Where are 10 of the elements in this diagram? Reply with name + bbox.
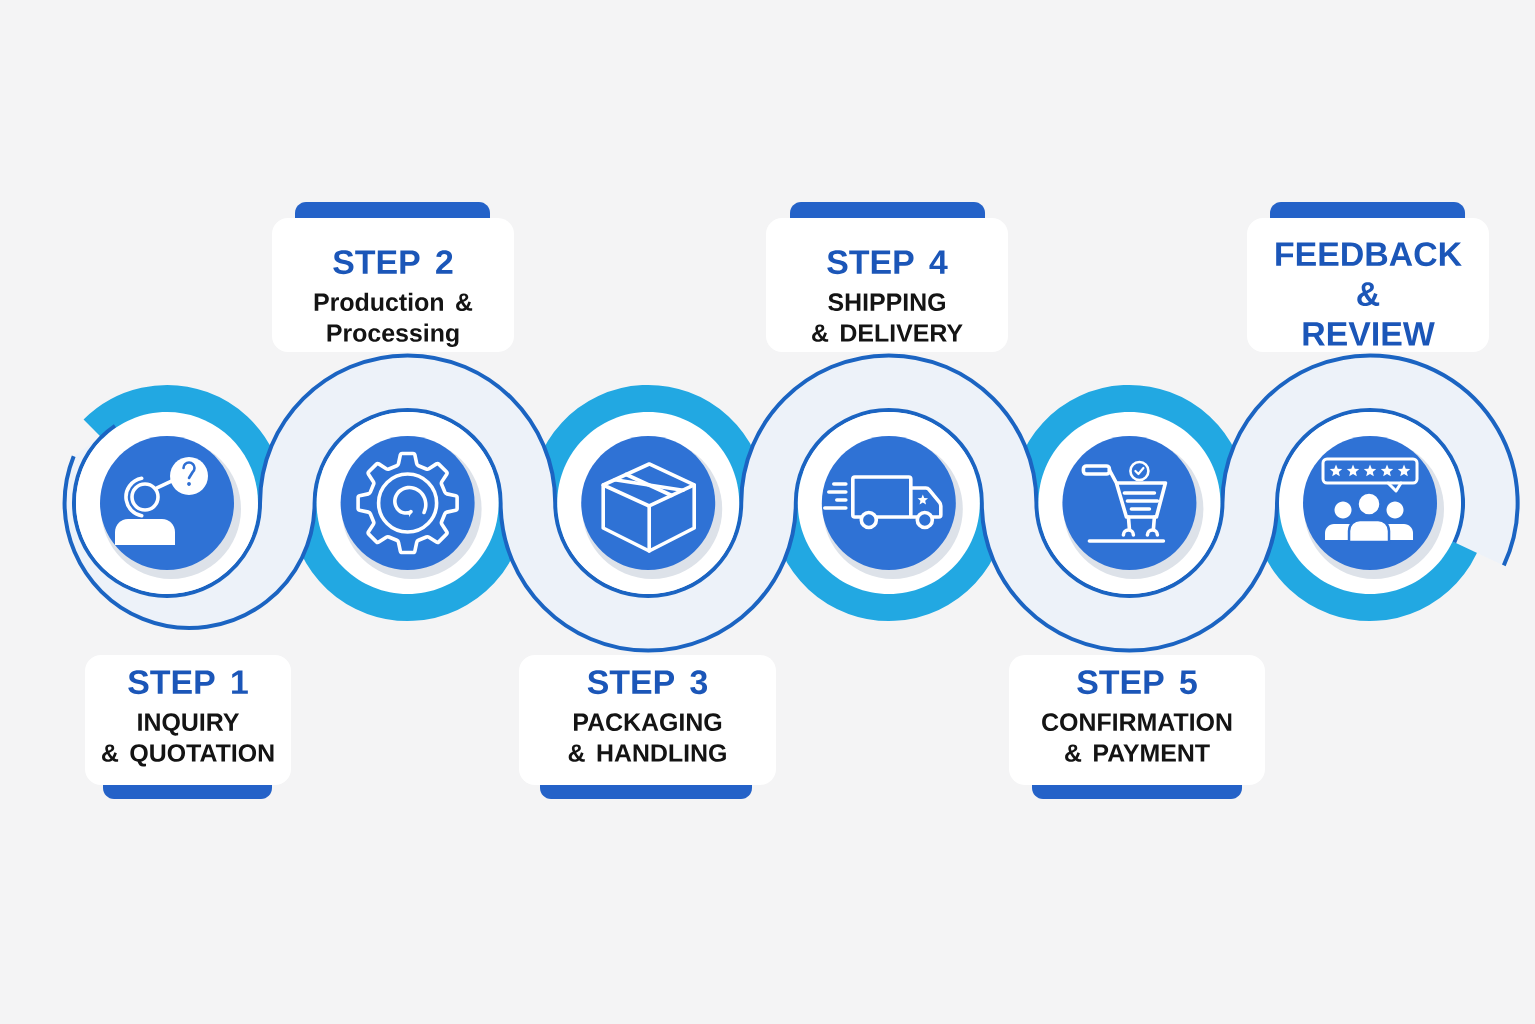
icon-disc: [821, 436, 956, 570]
step-card: STEP 1 INQUIRY & QUOTATION: [85, 655, 291, 799]
step-card: STEP 2 Production & Processing: [272, 202, 514, 352]
icon-disc: [1062, 436, 1197, 570]
step-card: STEP 4 SHIPPING & DELIVERY: [766, 202, 1008, 352]
step-card: FEEDBACK & REVIEW: [1247, 202, 1489, 352]
step-card: STEP 3 PACKAGING & HANDLING: [519, 655, 776, 799]
icon-disc: [340, 436, 475, 570]
step-card: STEP 5 CONFIRMATION & PAYMENT: [1009, 655, 1265, 799]
icon-disc: [581, 436, 716, 570]
